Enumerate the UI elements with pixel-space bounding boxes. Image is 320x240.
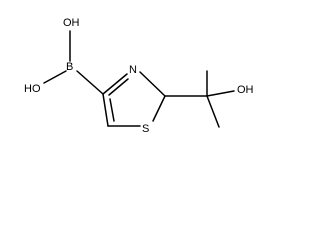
bond-c2-s1 (152, 95, 166, 122)
nitrogen-label: N (129, 64, 137, 76)
bond-c5-c4-inner (109, 98, 115, 122)
ho-left-label: HO (24, 83, 41, 95)
bond-cq-oh (206, 90, 235, 97)
bond-cq-methyl-down (206, 95, 220, 128)
sulfur-label: S (142, 123, 149, 135)
bond-b-o-lower (43, 70, 67, 84)
atom-labels: OH HO B N S OH (24, 17, 254, 135)
bonds (43, 30, 235, 128)
oh-top-label: OH (63, 17, 80, 29)
oh-right-label: OH (237, 84, 254, 96)
bond-n3-c2 (139, 71, 166, 97)
bond-c4-n3-inner (108, 78, 129, 96)
boron-label: B (66, 61, 73, 73)
bond-b-c4 (76, 70, 104, 95)
bond-c5-c4 (102, 93, 109, 127)
bond-c4-n3 (102, 73, 128, 95)
chemical-structure-diagram: OH HO B N S OH (24, 17, 254, 135)
